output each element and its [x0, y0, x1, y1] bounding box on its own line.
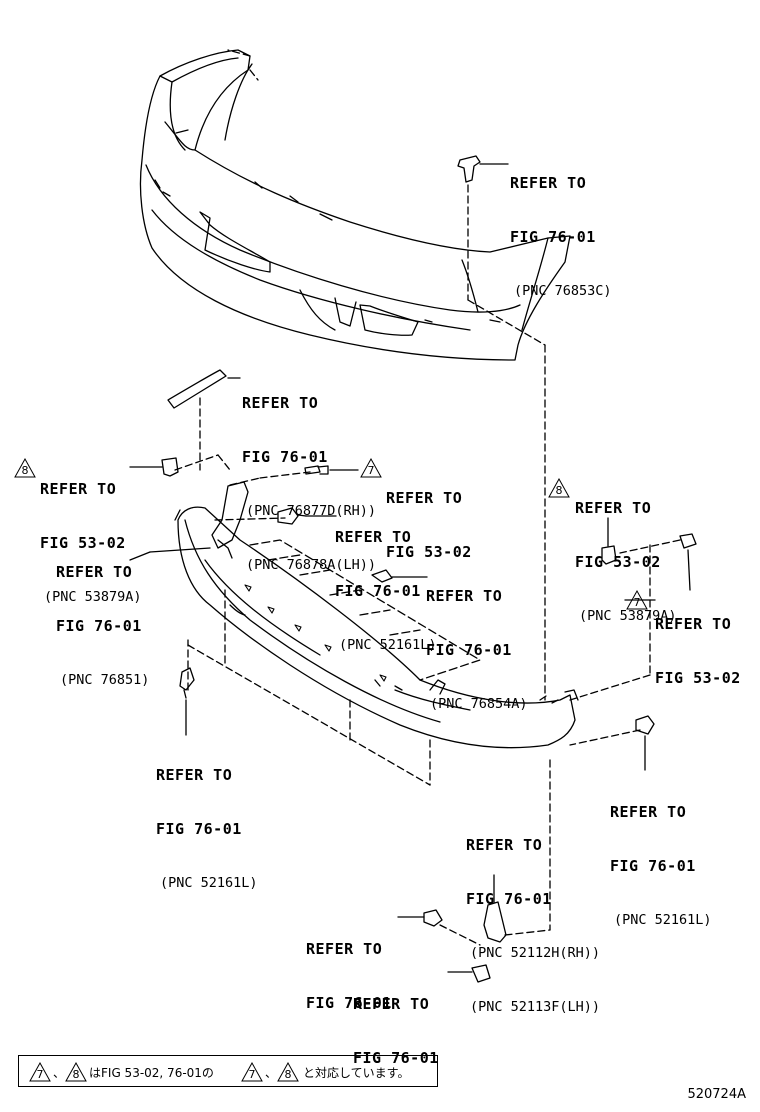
callout-line-2: FIG 76-01: [426, 641, 512, 659]
callout-line-2: FIG 76-01: [610, 857, 696, 875]
badge-number: 8: [72, 1068, 80, 1081]
note-badge-8-left: 8: [14, 458, 36, 478]
callout-76854a: REFER TO FIG 76-01 (PNC 76854A): [426, 551, 528, 749]
undercover-outline: [249, 539, 481, 681]
callout-line-3: (PNC 76877D(RH)): [246, 503, 377, 519]
badge-number: 8: [555, 484, 563, 497]
nut-bottom: [447, 964, 491, 983]
callout-line-4: (PNC 76878A(LH)): [246, 557, 377, 573]
badge-number: 8: [21, 464, 29, 477]
callout-line-1: REFER TO: [335, 528, 412, 546]
callout-line-3: (PNC 76853C): [514, 283, 612, 299]
clip-76853c: [457, 155, 546, 346]
screw-upper: [304, 465, 359, 475]
callout-line-3: (PNC 52161L): [160, 875, 258, 891]
callout-line-3: (PNC 52161L): [614, 912, 712, 928]
callout-line-1: REFER TO: [610, 803, 687, 821]
callout-line-1: REFER TO: [575, 499, 652, 517]
callout-line-1: REFER TO: [40, 480, 117, 498]
callout-screw-7-upper: REFER TO FIG 53-02: [386, 453, 472, 597]
lower-spoiler: [177, 506, 579, 749]
callout-line-1: REFER TO: [56, 563, 133, 581]
callout-76877d: REFER TO FIG 76-01 (PNC 76877D(RH)) (PNC…: [242, 358, 376, 610]
callout-76851: REFER TO FIG 76-01 (PNC 76851): [56, 527, 149, 725]
badge-number: 7: [367, 464, 375, 477]
callout-line-2: FIG 76-01: [306, 994, 392, 1012]
callout-line-1: REFER TO: [466, 836, 543, 854]
callout-bottom-clip: REFER TO FIG 76-01: [306, 904, 392, 1048]
callout-52161l-upper: REFER TO FIG 76-01 (PNC 52161L): [335, 492, 437, 690]
legend-separator: 、: [53, 1066, 66, 1080]
clip-76854a: [371, 569, 428, 583]
note-badge-7-upper: 7: [360, 458, 382, 478]
callout-bottom-nut: REFER TO FIG 76-01: [353, 959, 439, 1103]
bracket-52112h: [483, 874, 507, 943]
callout-screw-7-right: REFER TO FIG 53-02: [655, 579, 741, 723]
callout-line-2: FIG 53-02: [575, 553, 661, 571]
legend-separator-2: 、: [265, 1066, 278, 1080]
callout-line-2: FIG 76-01: [335, 582, 421, 600]
clip-bottom-left: [179, 667, 195, 736]
retainer-right: [601, 517, 697, 591]
side-bracket: [149, 481, 249, 553]
note-badge-8-right: 8: [548, 478, 570, 498]
callout-line-1: REFER TO: [426, 587, 503, 605]
moulding-strip: [167, 369, 241, 471]
callout-line-2: FIG 76-01: [242, 448, 328, 466]
callout-line-1: REFER TO: [510, 174, 587, 192]
callout-line-3: (PNC 76851): [60, 672, 150, 688]
callout-line-2: FIG 53-02: [40, 534, 126, 552]
clip-bottom-1: [397, 909, 443, 927]
callout-line-3: (PNC 52112H(RH)): [470, 945, 601, 961]
callout-line-2: FIG 76-01: [510, 228, 596, 246]
callout-line-1: REFER TO: [242, 394, 319, 412]
clip-upper-52161l: [277, 507, 337, 525]
legend-badge-8b: 8: [277, 1062, 299, 1082]
callout-line-1: REFER TO: [306, 940, 383, 958]
callout-line-2: FIG 76-01: [56, 617, 142, 635]
callout-line-2: FIG 53-02: [386, 543, 472, 561]
callout-line-3: (PNC 52161L): [339, 637, 437, 653]
callout-52161l-right: REFER TO FIG 76-01 (PNC 52161L): [610, 767, 712, 965]
callout-52112h: REFER TO FIG 76-01 (PNC 52112H(RH)) (PNC…: [466, 800, 600, 1052]
retainer-left: [129, 457, 179, 477]
leader-lines: [129, 551, 656, 601]
callout-line-2: FIG 53-02: [655, 669, 741, 687]
clip-right-52161l: [635, 715, 655, 771]
undercover-fasteners: [244, 584, 387, 682]
legend-text-end: と対応しています。: [303, 1066, 410, 1080]
callout-53879a-left: REFER TO FIG 53-02 (PNC 53879A): [40, 444, 142, 642]
callout-line-3: (PNC 53879A): [579, 608, 677, 624]
badge-number: 7: [36, 1068, 44, 1081]
callout-line-1: REFER TO: [386, 489, 463, 507]
legend-badge-8: 8: [65, 1062, 87, 1082]
callout-52161l-left: REFER TO FIG 76-01 (PNC 52161L): [156, 730, 258, 928]
badge-number: 8: [284, 1068, 292, 1081]
drawing-number: 520724A: [687, 1087, 746, 1102]
callout-line-1: REFER TO: [353, 995, 430, 1013]
legend-badge-7: 7: [29, 1062, 51, 1082]
guide-lines: [174, 49, 681, 946]
bumper-cover: [139, 49, 571, 361]
callout-76853c: REFER TO FIG 76-01 (PNC 76853C): [510, 138, 612, 336]
callout-line-3: (PNC 53879A): [44, 589, 142, 605]
callout-line-2: FIG 76-01: [353, 1049, 439, 1067]
callout-line-1: REFER TO: [655, 615, 732, 633]
legend-text-mid: はFIG 53-02, 76-01の: [89, 1066, 214, 1080]
callout-line-1: REFER TO: [156, 766, 233, 784]
note-badge-7-right: 7: [626, 590, 648, 610]
badge-number: 7: [633, 596, 641, 609]
legend-note: 7 、 8 はFIG 53-02, 76-01の 7 、 8 と対応しています。: [18, 1055, 438, 1087]
callout-line-4: (PNC 52113F(LH)): [470, 999, 601, 1015]
badge-number: 7: [248, 1068, 256, 1081]
callout-53879a-right: REFER TO FIG 53-02 (PNC 53879A): [575, 463, 677, 661]
callout-line-3: (PNC 76854A): [430, 696, 528, 712]
legend-badge-7b: 7: [241, 1062, 263, 1082]
callout-line-2: FIG 76-01: [466, 890, 552, 908]
callout-line-2: FIG 76-01: [156, 820, 242, 838]
